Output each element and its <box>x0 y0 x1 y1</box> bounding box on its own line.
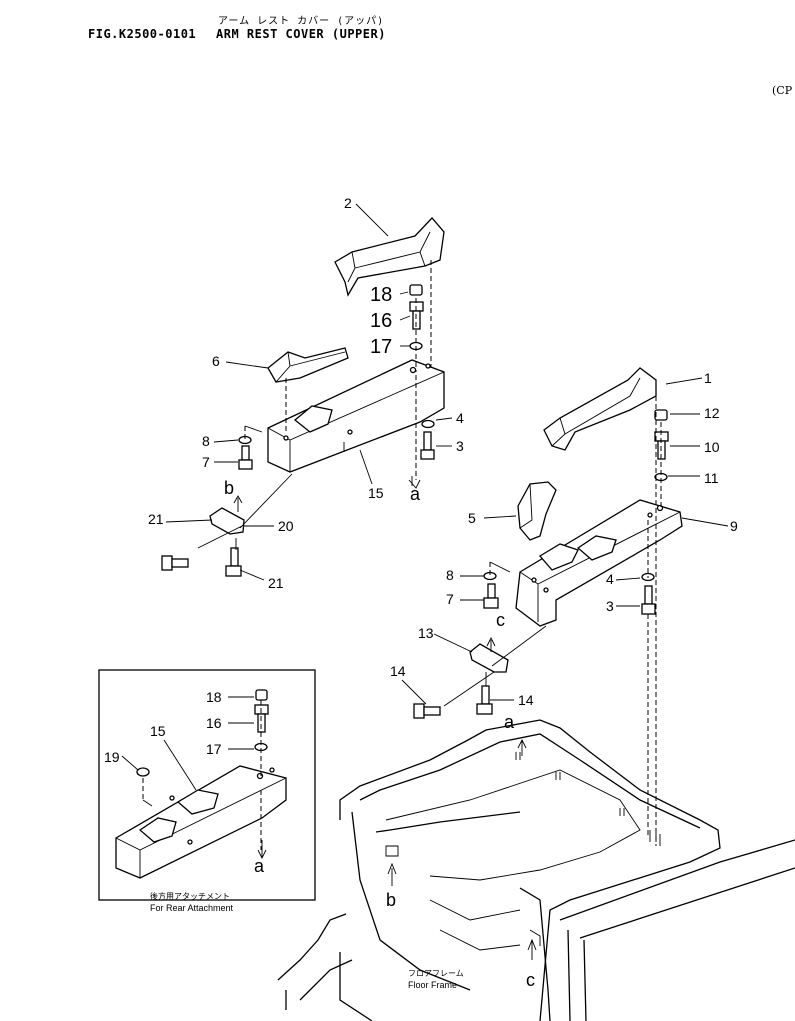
inset-caption-jp: 後方用アタッチメント <box>150 891 230 901</box>
callout-6: 6 <box>212 353 220 369</box>
cap-12-right <box>654 409 668 421</box>
floor-frame-label-en: Floor Frame <box>408 980 457 990</box>
callout-9: 9 <box>730 518 738 534</box>
inset-callout-18: 18 <box>206 689 222 705</box>
page-code: (CP <box>772 84 793 97</box>
callout-10: 10 <box>704 439 720 455</box>
callout-15: 15 <box>368 485 384 501</box>
bolt-21-horizontal <box>161 555 189 571</box>
callout-12: 12 <box>704 405 720 421</box>
bolt-14-horizontal <box>413 703 441 719</box>
inset-callout-16: 16 <box>206 715 222 731</box>
washer-4-left <box>421 419 435 429</box>
callout-3-left: 3 <box>456 438 464 454</box>
inset-callout-15: 15 <box>150 723 166 739</box>
figure-number: FIG.K2500-0101 <box>88 27 197 41</box>
armrest-cover-upper-left-2 <box>334 217 445 297</box>
callout-21-left: 21 <box>148 511 164 527</box>
bolt-3-right <box>641 585 656 615</box>
title-english: ARM REST COVER (UPPER) <box>216 27 386 41</box>
bolt-21-vertical <box>225 547 242 577</box>
marker-b-floor: b <box>386 890 396 910</box>
rear-attachment-inset <box>98 669 316 901</box>
bracket-13 <box>469 643 509 673</box>
marker-b-top: b <box>224 478 234 498</box>
callout-8-left: 8 <box>202 433 210 449</box>
callout-4-right: 4 <box>606 571 614 587</box>
callout-4-left: 4 <box>456 410 464 426</box>
floor-frame <box>277 719 795 1021</box>
bracket-20 <box>209 507 245 535</box>
bolt-7-left <box>238 445 253 470</box>
bolt-7-right <box>483 583 499 609</box>
callout-20: 20 <box>278 518 294 534</box>
armrest-block-right-9 <box>515 499 683 627</box>
callout-16: 16 <box>370 310 392 332</box>
marker-c-top: c <box>496 610 505 630</box>
callout-17: 17 <box>370 336 392 358</box>
marker-c-floor: c <box>526 970 535 990</box>
callout-13: 13 <box>418 625 434 641</box>
callout-2: 2 <box>344 195 352 211</box>
inset-callout-17: 17 <box>206 741 222 757</box>
inset-callout-19: 19 <box>104 749 120 765</box>
bolt-3-left <box>420 431 435 460</box>
armrest-block-left-15 <box>267 359 445 473</box>
callout-18: 18 <box>370 284 392 306</box>
cap-18-left <box>409 284 423 296</box>
floor-frame-label-jp: フロアフレーム <box>408 969 464 978</box>
callout-8-right: 8 <box>446 567 454 583</box>
callout-1: 1 <box>704 370 712 386</box>
callout-11: 11 <box>704 470 719 486</box>
inset-caption-en: For Rear Attachment <box>150 903 234 913</box>
title-japanese: アーム レスト カバー (アッパ) <box>218 16 385 27</box>
marker-a-top: a <box>410 484 421 504</box>
bracket-right-5 <box>517 481 557 541</box>
callout-14-right: 14 <box>518 692 534 708</box>
callout-14-left: 14 <box>390 663 406 679</box>
callout-7-left: 7 <box>202 454 210 470</box>
armrest-cover-upper-right-1 <box>543 367 657 451</box>
callout-7-right: 7 <box>446 591 454 607</box>
callout-21-bottom: 21 <box>268 575 284 591</box>
callout-3-right: 3 <box>606 598 614 614</box>
inset-marker-a: a <box>254 856 265 876</box>
bolt-14-vertical <box>476 685 493 715</box>
callout-5: 5 <box>468 510 476 526</box>
bracket-left-6 <box>267 347 349 383</box>
marker-a-floor: a <box>504 712 515 732</box>
